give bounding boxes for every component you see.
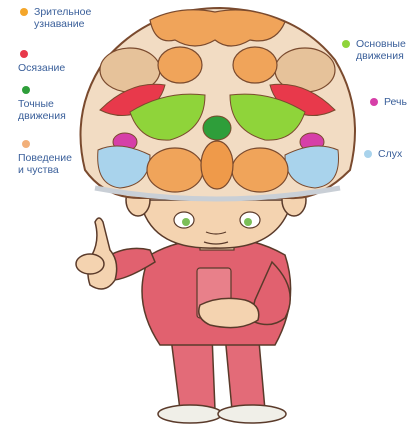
legend-item-speech: Речь: [384, 96, 407, 108]
brain: [81, 8, 356, 199]
legend-item-behavior: Поведение и чуства: [18, 152, 72, 176]
legend-dot-icon: [20, 50, 28, 58]
legend-item-visual: Зрительное узнавание: [34, 6, 91, 30]
legend-dot-icon: [364, 150, 372, 158]
legend-item-basic-movements: Основные движения: [356, 38, 406, 62]
torso: [99, 239, 291, 345]
legend-dot-icon: [22, 86, 30, 94]
belly-hand: [199, 298, 259, 327]
legend-item-fine-movements: Точные движения: [18, 98, 66, 122]
legend-dot-icon: [370, 98, 378, 106]
legend-item-hearing: Слух: [378, 148, 402, 160]
raised-hand: [76, 218, 117, 289]
legend-item-touch: Осязание: [18, 62, 65, 74]
legend-dot-icon: [22, 140, 30, 148]
legend-dot-icon: [20, 8, 28, 16]
legend-dot-icon: [342, 40, 350, 48]
